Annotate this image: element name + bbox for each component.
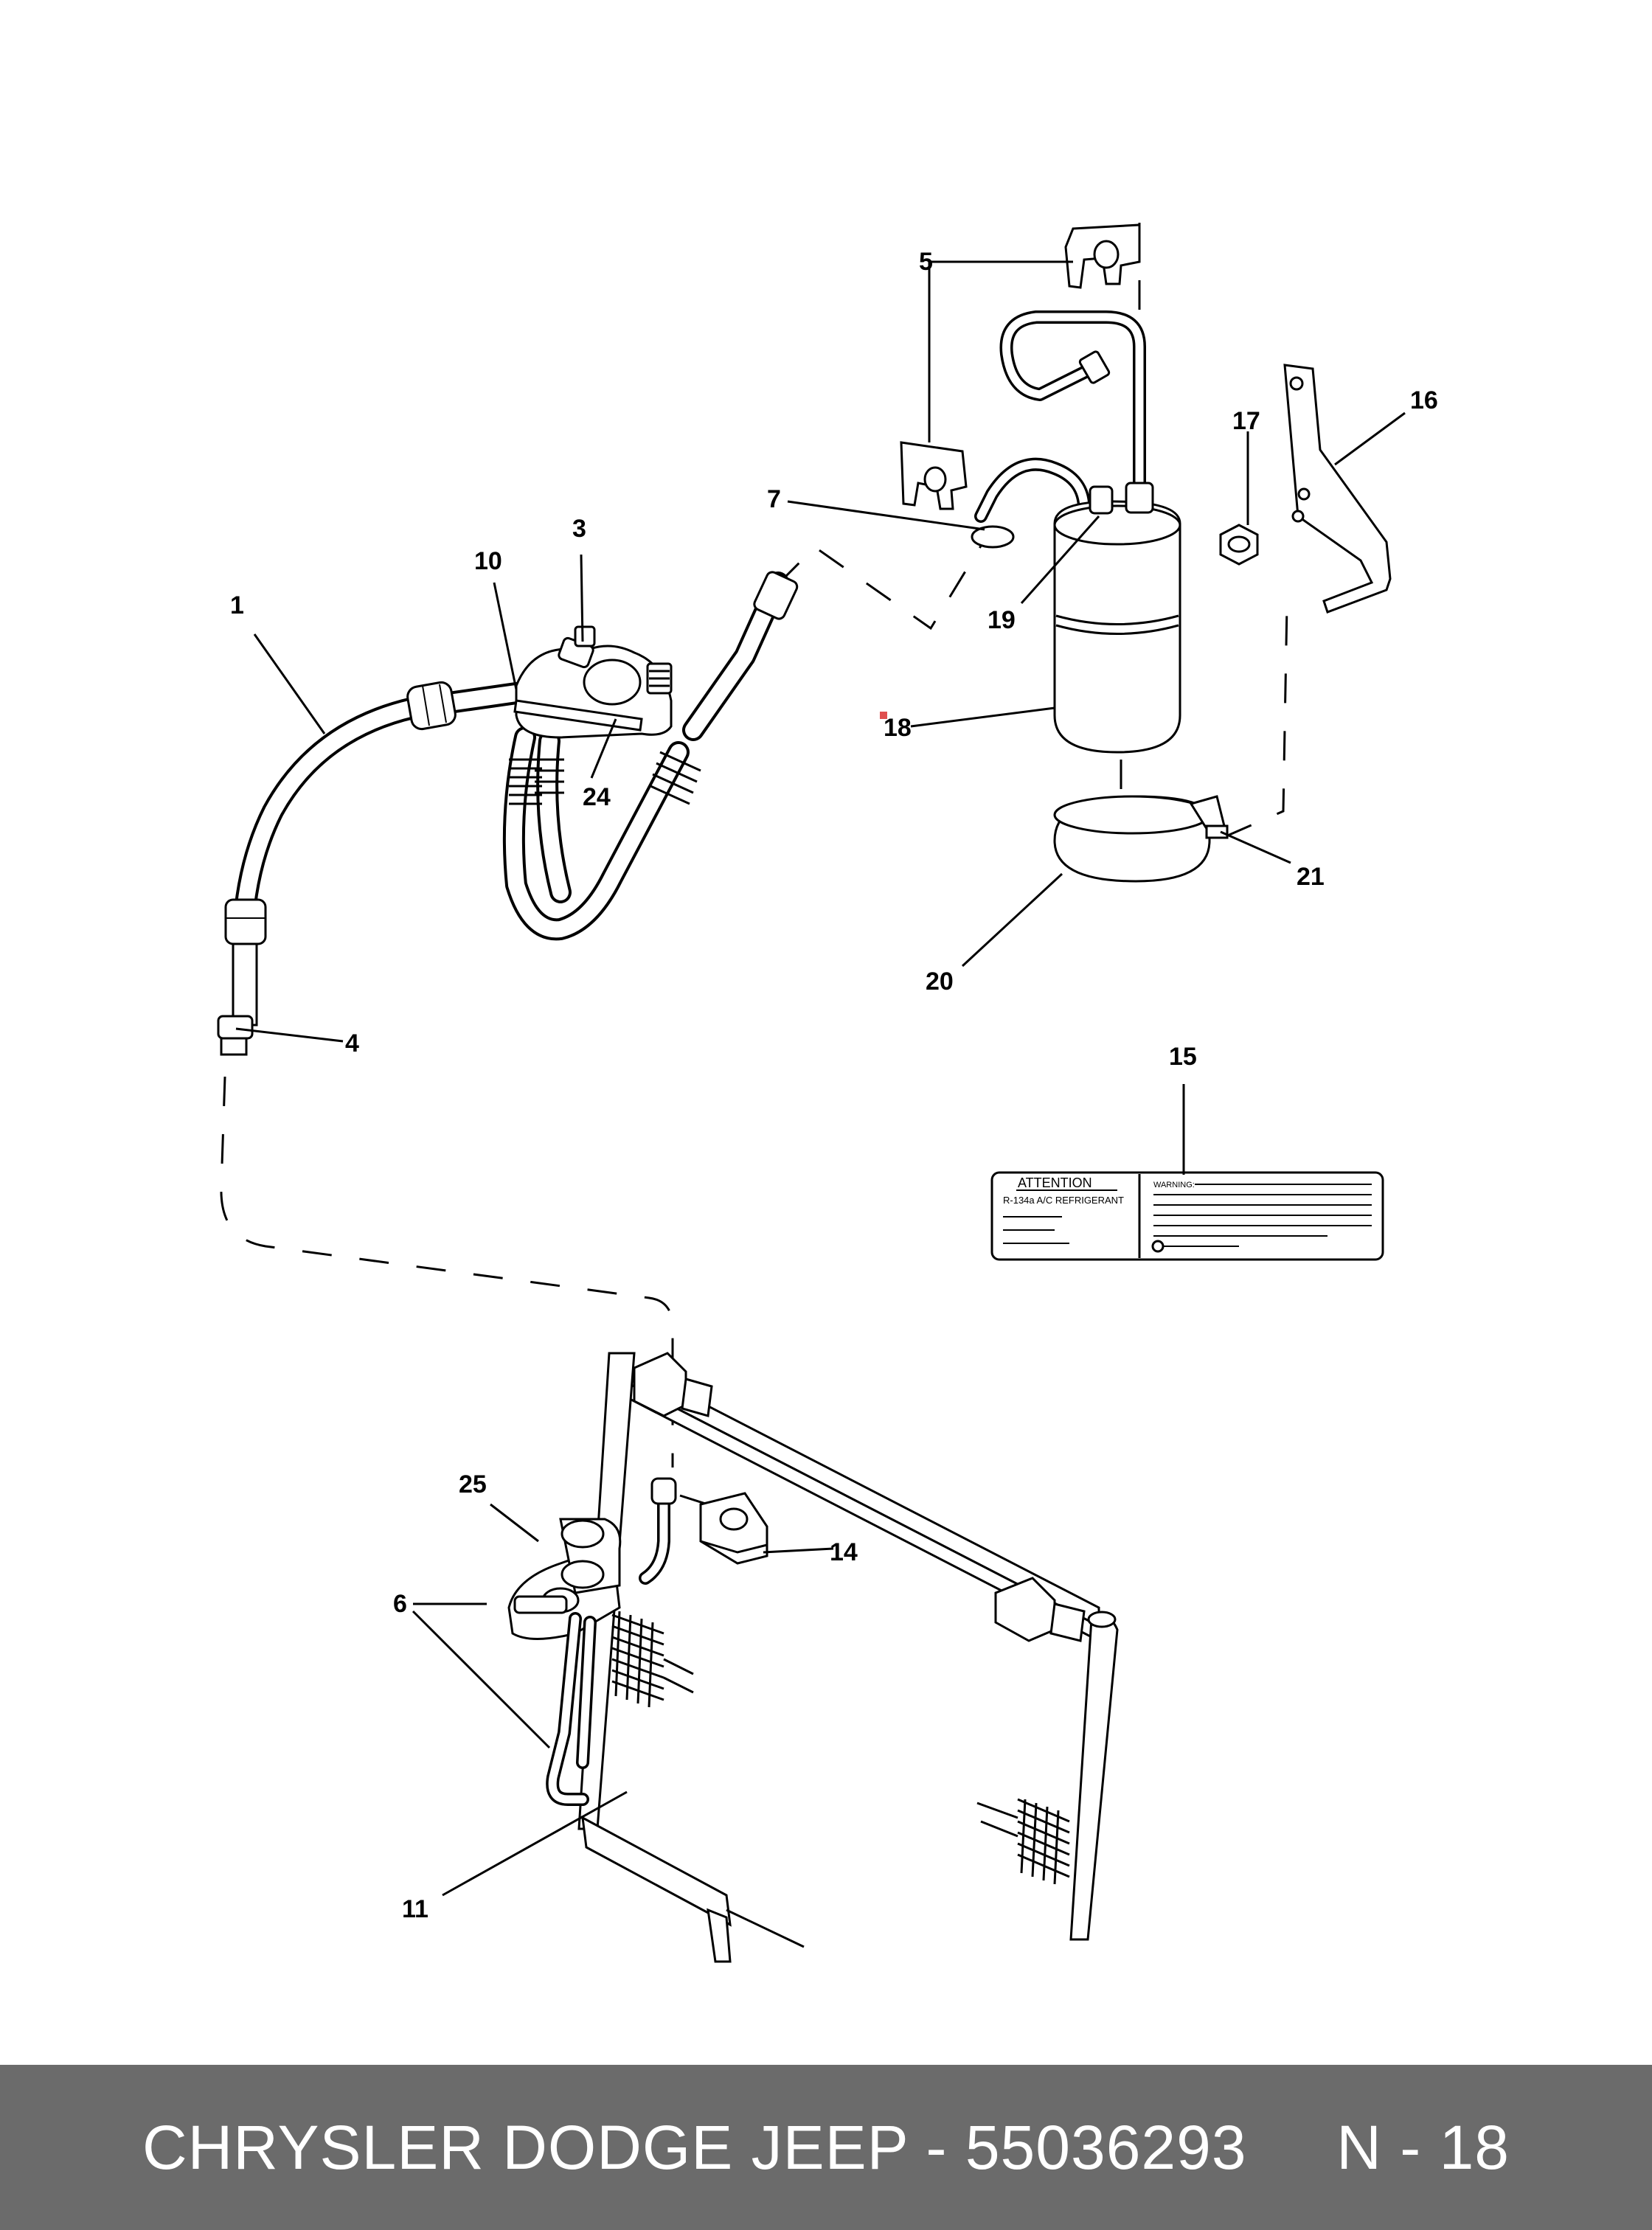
strap-bracket-20 [1053, 795, 1229, 883]
receiver-drier [971, 310, 1181, 754]
hose-1 [217, 681, 527, 1056]
callout-18: 18 [884, 714, 912, 742]
condenser-11 [577, 1352, 1119, 1963]
callout-19: 19 [988, 606, 1016, 634]
callout-14: 14 [830, 1538, 858, 1566]
callout-3: 3 [572, 515, 586, 543]
label-fine-print-lines [1003, 1184, 1372, 1247]
callout-1: 1 [230, 591, 244, 619]
callout-25: 25 [459, 1470, 487, 1498]
callout-11: 11 [402, 1895, 428, 1923]
block-fitting-25 [507, 1518, 622, 1806]
parts-diagram: ATTENTION R-134a A/C REFRIGERANT WARNING… [217, 221, 1438, 1963]
corrugated-sleeves [509, 751, 701, 805]
callout-24: 24 [583, 783, 611, 811]
callout-21: 21 [1297, 863, 1325, 891]
callout-4: 4 [345, 1029, 359, 1057]
callout-7: 7 [767, 485, 781, 513]
hex-nut-17 [1219, 524, 1259, 566]
footer-bar: CHRYSLER DODGE JEEP - 55036293 N - 18 [0, 2065, 1652, 2230]
part-number-caption: CHRYSLER DODGE JEEP - 55036293 N - 18 [142, 2112, 1510, 2182]
callout-17: 17 [1232, 407, 1260, 435]
red-marker-dot [880, 712, 887, 719]
label-warning: WARNING: [1153, 1181, 1195, 1189]
callout-6: 6 [393, 1590, 407, 1618]
callout-5: 5 [919, 248, 933, 276]
mount-bracket-16 [1283, 364, 1392, 614]
bracket-5-lower [900, 441, 968, 510]
bracket-5-upper [1064, 223, 1141, 289]
label-refrigerant: R-134a A/C REFRIGERANT [1003, 1195, 1124, 1206]
callout-16: 16 [1410, 386, 1438, 414]
callout-15: 15 [1169, 1043, 1197, 1071]
manifold-assembly [502, 571, 799, 941]
callout-20: 20 [926, 968, 954, 996]
condenser-fins [611, 1611, 1070, 1885]
leader-lines [235, 260, 1406, 1897]
label-attention: ATTENTION [1018, 1175, 1092, 1190]
callout-10: 10 [474, 547, 502, 575]
refrigerant-label-15: ATTENTION R-134a A/C REFRIGERANT WARNING… [990, 1171, 1384, 1261]
clip-14 [699, 1492, 768, 1565]
callout-numbers: 1 3 4 5 6 7 10 11 14 15 16 17 18 19 20 2… [230, 248, 1438, 1923]
